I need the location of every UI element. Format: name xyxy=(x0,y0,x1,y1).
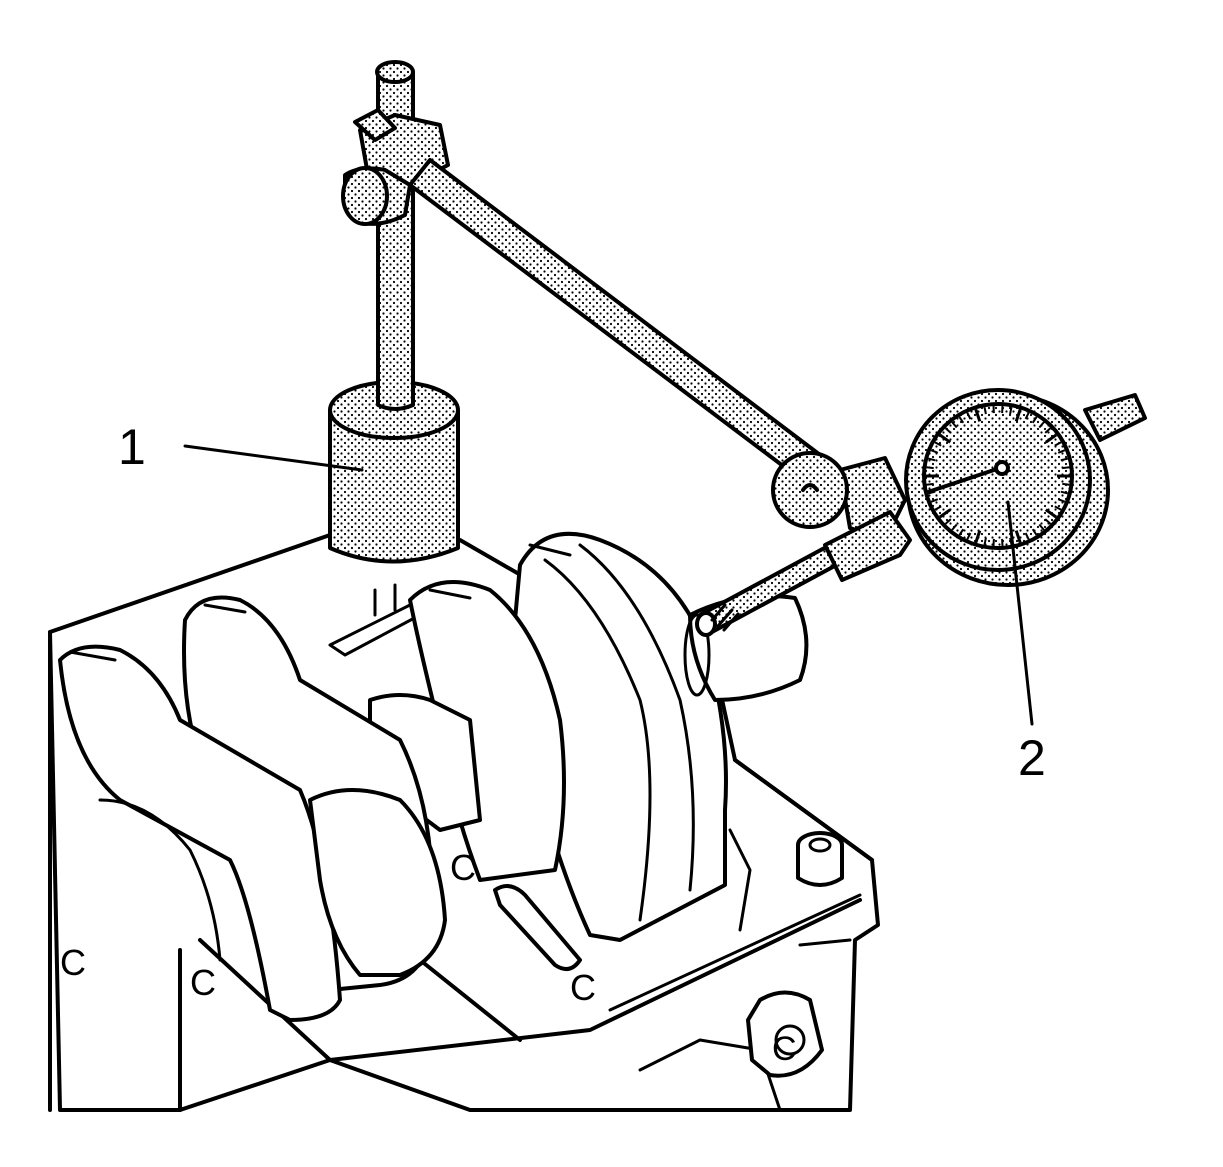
dial-tick xyxy=(1054,505,1062,511)
dial-tick xyxy=(1044,518,1052,525)
dial-tick xyxy=(951,523,958,531)
dial-indicator xyxy=(904,388,1147,587)
dial-tick xyxy=(938,433,952,444)
dial-tick xyxy=(966,412,972,420)
dial-tick xyxy=(974,408,982,422)
dial-tick xyxy=(966,532,972,540)
dial-tick xyxy=(983,537,987,545)
dial-tick xyxy=(1024,412,1030,420)
dial-tick xyxy=(983,407,987,415)
svg-text:C: C xyxy=(772,1030,797,1068)
dial-tick xyxy=(974,530,982,544)
callout-2: 2 xyxy=(1018,730,1046,786)
dial-tick xyxy=(1060,457,1068,462)
leader-line-1 xyxy=(183,444,364,472)
dial-tick xyxy=(928,457,936,462)
dial-tick xyxy=(1024,532,1030,540)
indicator-stand-arm xyxy=(408,158,842,492)
dial-tick xyxy=(926,466,934,470)
dial-tick xyxy=(934,441,942,447)
indicator-plunger xyxy=(695,510,912,637)
dial-tick xyxy=(958,416,965,424)
dial-tick xyxy=(1044,427,1052,434)
dial-tick xyxy=(930,449,939,454)
dial-tick xyxy=(1014,408,1022,422)
dial-tick xyxy=(938,508,952,519)
dial-tick xyxy=(1057,449,1066,454)
dial-tick xyxy=(1009,407,1013,415)
dial-tick xyxy=(1062,482,1070,486)
dial-tick xyxy=(1044,508,1058,519)
svg-text:C: C xyxy=(570,967,596,1008)
svg-text:C: C xyxy=(60,942,86,983)
dial-tick xyxy=(1031,528,1038,536)
dial-tick xyxy=(1054,441,1062,447)
dial-tick xyxy=(944,427,952,434)
dial-tick xyxy=(951,421,958,429)
svg-text:C: C xyxy=(190,962,216,1003)
dial-tick xyxy=(958,528,965,536)
dial-tick xyxy=(1057,498,1066,503)
dial-tick xyxy=(934,505,942,511)
dial-tick xyxy=(1060,490,1068,495)
dial-tick xyxy=(930,498,939,503)
dial-tick xyxy=(1014,530,1022,544)
dial-tick xyxy=(1038,421,1045,429)
dial-tick xyxy=(1062,466,1070,470)
callout-1: 1 xyxy=(118,419,146,475)
dial-tick xyxy=(1044,433,1058,444)
dial-tick xyxy=(944,518,952,525)
crankshaft xyxy=(58,531,809,1022)
dial-tick-marks xyxy=(926,406,1070,546)
dial-tick xyxy=(926,482,934,486)
dial-tick xyxy=(1038,523,1045,531)
dial-tick xyxy=(1031,416,1038,424)
leader-line-2 xyxy=(1006,500,1034,726)
